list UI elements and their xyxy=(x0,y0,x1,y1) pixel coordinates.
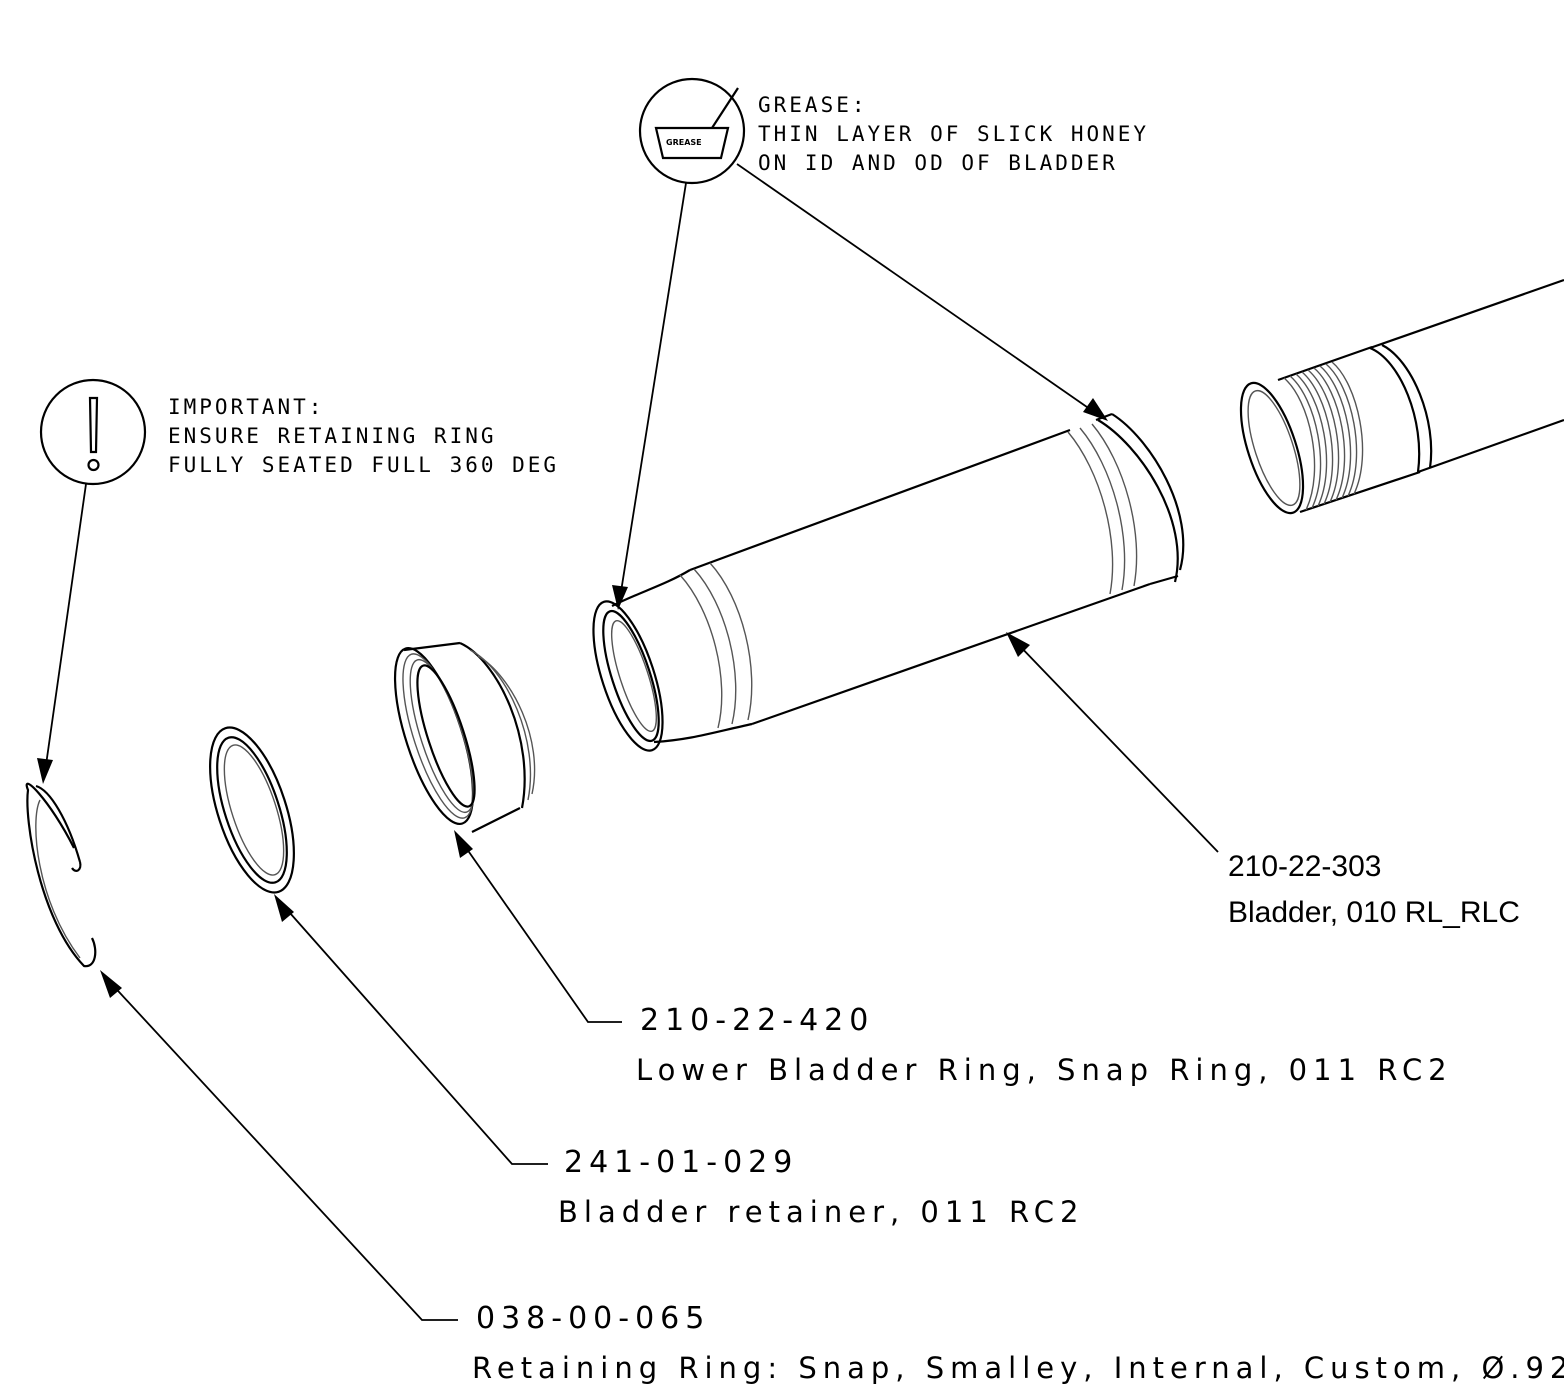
callout-bladder-retainer: 241-01-029 Bladder retainer, 011 RC2 xyxy=(274,894,1084,1229)
grease-pot-label: GREASE xyxy=(666,138,702,147)
grease-arrow-od xyxy=(1083,398,1108,421)
exclamation-icon xyxy=(39,378,147,486)
air-shaft-part xyxy=(1239,278,1564,515)
grease-leader-od xyxy=(736,163,1098,415)
callout-retaining-ring-description: Retaining Ring: Snap, Smalley, Internal,… xyxy=(472,1351,1564,1385)
grease-note-line-2: THIN LAYER OF SLICK HONEY xyxy=(758,122,1149,146)
lower-bladder-ring-part xyxy=(393,641,536,833)
important-note: IMPORTANT: ENSURE RETAINING RING FULLY S… xyxy=(37,378,559,784)
callout-bladder: 210-22-303 Bladder, 010 RL_RLC xyxy=(1006,632,1520,929)
important-note-line-1: IMPORTANT: xyxy=(168,395,324,419)
grease-pot-icon: GREASE xyxy=(638,77,746,185)
grease-note: GREASE GREASE: THIN LAYER OF SLICK HONEY… xyxy=(612,77,1149,610)
important-note-line-3: FULLY SEATED FULL 360 DEG xyxy=(168,453,559,477)
retaining-ring-part xyxy=(25,782,97,968)
important-arrow xyxy=(37,758,53,784)
grease-note-line-1: GREASE: xyxy=(758,93,868,117)
grease-note-line-3: ON ID AND OD OF BLADDER xyxy=(758,151,1118,175)
grease-arrow-id xyxy=(612,585,628,610)
callout-lower-bladder-ring-number: 210-22-420 xyxy=(640,1003,874,1038)
callout-bladder-number: 210-22-303 xyxy=(1228,850,1381,883)
callout-lower-bladder-ring: 210-22-420 Lower Bladder Ring, Snap Ring… xyxy=(454,830,1453,1087)
bladder-part xyxy=(592,412,1185,752)
grease-leader-id xyxy=(619,182,687,599)
important-note-line-2: ENSURE RETAINING RING xyxy=(168,424,497,448)
callout-bladder-retainer-number: 241-01-029 xyxy=(564,1145,798,1180)
callout-bladder-retainer-description: Bladder retainer, 011 RC2 xyxy=(558,1195,1084,1229)
important-leader xyxy=(44,483,87,773)
bladder-retainer-part xyxy=(209,726,295,894)
callout-bladder-description: Bladder, 010 RL_RLC xyxy=(1228,896,1520,929)
callout-retaining-ring-number: 038-00-065 xyxy=(476,1301,710,1336)
callout-retaining-ring: 038-00-065 Retaining Ring: Snap, Smalley… xyxy=(100,970,1564,1385)
callout-lower-bladder-ring-description: Lower Bladder Ring, Snap Ring, 011 RC2 xyxy=(636,1053,1453,1087)
